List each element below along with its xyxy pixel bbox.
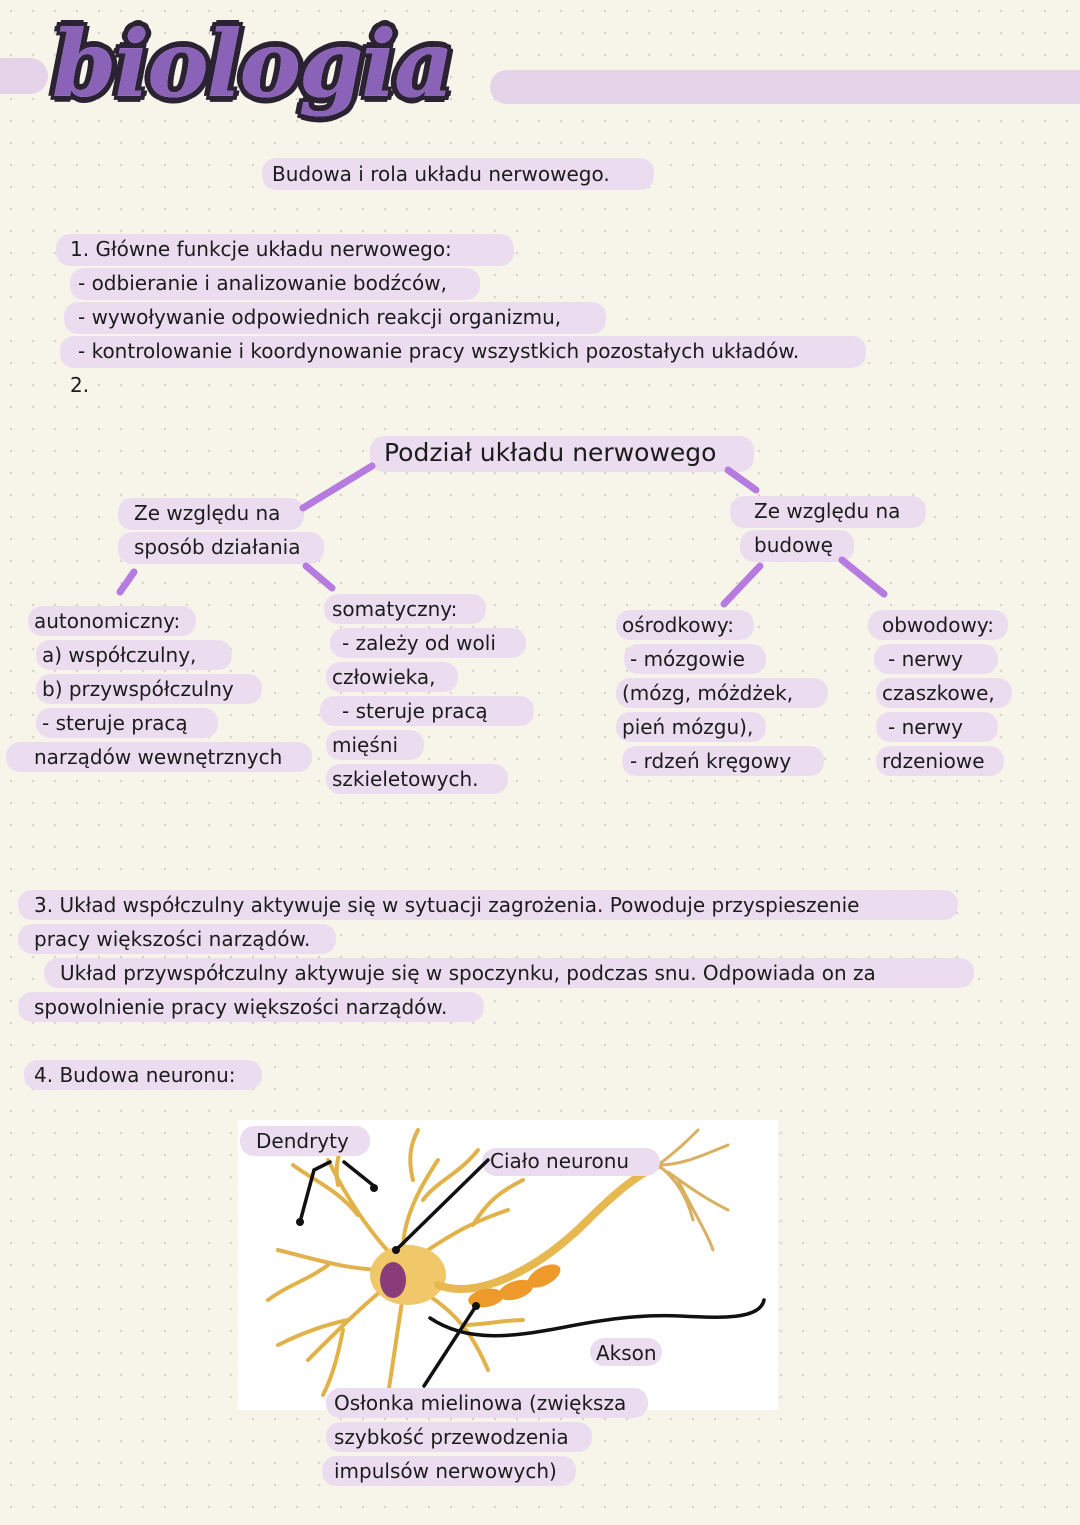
obwodowy-line2: - nerwy xyxy=(888,647,963,671)
left-branch-line1: Ze względu na xyxy=(134,501,281,525)
osrodkowy-title: ośrodkowy: xyxy=(622,613,734,637)
left-branch-line2: sposób działania xyxy=(134,535,301,559)
osrodkowy-line4: pień mózgu), xyxy=(622,715,754,739)
label-axon: Akson xyxy=(596,1341,657,1365)
somatyczny-line2: - zależy od woli xyxy=(342,631,496,655)
section2-number: 2. xyxy=(70,373,90,397)
header-banner-left xyxy=(0,58,48,94)
obwodowy-line3: czaszkowe, xyxy=(882,681,995,705)
section3-line4: spowolnienie pracy większości narządów. xyxy=(34,995,448,1019)
label-myelin-line1: Osłonka mielinowa (zwiększa xyxy=(334,1391,627,1415)
label-dendrites: Dendryty xyxy=(256,1129,349,1153)
somatyczny-title: somatyczny: xyxy=(332,597,458,621)
section1-heading: 1. Główne funkcje układu nerwowego: xyxy=(70,237,452,261)
somatyczny-line6: szkieletowych. xyxy=(332,767,479,791)
myelin-sheath xyxy=(468,1264,561,1308)
function-item-3: - kontrolowanie i koordynowanie pracy ws… xyxy=(78,339,800,363)
obwodowy-line4: - nerwy xyxy=(888,715,963,739)
label-myelin-line2: szybkość przewodzenia xyxy=(334,1425,569,1449)
right-branch-line1: Ze względu na xyxy=(754,499,901,523)
section3-line1: 3. Układ współczulny aktywuje się w sytu… xyxy=(34,893,860,917)
autonomiczny-title: autonomiczny: xyxy=(34,609,181,633)
label-cell-body: Ciało neuronu xyxy=(490,1149,630,1173)
section3-line2: pracy większości narządów. xyxy=(34,927,311,951)
obwodowy-title: obwodowy: xyxy=(882,613,994,637)
autonomiczny-line3: b) przywspółczulny xyxy=(42,677,234,701)
label-myelin-line3: impulsów nerwowych) xyxy=(334,1459,557,1483)
autonomiczny-line2: a) współczulny, xyxy=(42,643,197,667)
section3-line3: Układ przywspółczulny aktywuje się w spo… xyxy=(60,961,876,985)
somatyczny-line3: człowieka, xyxy=(332,665,436,689)
function-item-2: - wywoływanie odpowiednich reakcji organ… xyxy=(78,305,562,329)
section4-heading: 4. Budowa neuronu: xyxy=(34,1063,236,1087)
subtitle: Budowa i rola układu nerwowego. xyxy=(272,162,610,186)
autonomiczny-line5: narządów wewnętrznych xyxy=(34,745,283,769)
osrodkowy-line2: - mózgowie xyxy=(630,647,745,671)
right-branch-line2: budowę xyxy=(754,533,833,557)
page-title: biologia xyxy=(52,10,454,118)
autonomiczny-line4: - steruje pracą xyxy=(42,711,188,735)
function-item-1: - odbieranie i analizowanie bodźców, xyxy=(78,271,447,295)
nucleus xyxy=(380,1262,406,1298)
header-banner-right xyxy=(490,70,1080,104)
diagram-root: Podział układu nerwowego xyxy=(384,438,717,467)
osrodkowy-line3: (mózg, móżdżek, xyxy=(622,681,794,705)
obwodowy-line5: rdzeniowe xyxy=(882,749,985,773)
somatyczny-line4: - steruje pracą xyxy=(342,699,488,723)
osrodkowy-line5: - rdzeń kręgowy xyxy=(630,749,792,773)
somatyczny-line5: mięśni xyxy=(332,733,398,757)
